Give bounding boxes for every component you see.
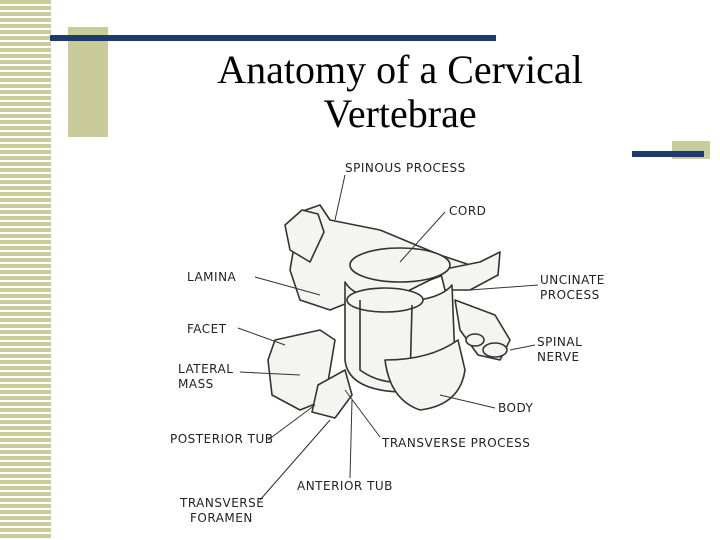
label-facet: FACET (187, 322, 227, 336)
slide-title: Anatomy of a Cervical Vertebrae (180, 48, 620, 136)
vertebra-drawing (267, 204, 511, 419)
title-rule (50, 35, 496, 41)
label-uncinate-line1: UNCINATE (540, 273, 605, 287)
label-foramen-line2: FORAMEN (190, 511, 253, 525)
accent-rule-right (632, 151, 704, 157)
label-foramen-line1: TRANSVERSE (179, 496, 264, 510)
label-lateral-line2: MASS (178, 377, 214, 391)
title-line-1: Anatomy of a Cervical (217, 47, 583, 92)
figure-labels: SPINOUS PROCESS CORD LAMINA UNCINATE PRO… (170, 161, 605, 525)
label-lamina: LAMINA (187, 270, 237, 284)
label-posterior-tub: POSTERIOR TUB (170, 432, 274, 446)
label-cord: CORD (449, 204, 486, 218)
title-line-2: Vertebrae (323, 91, 477, 136)
label-spinal-line2: NERVE (537, 350, 580, 364)
decorative-stripes (0, 0, 51, 540)
label-spinal-line1: SPINAL (537, 335, 582, 349)
vertebra-illustration: SPINOUS PROCESS CORD LAMINA UNCINATE PRO… (170, 161, 605, 525)
label-spinous-process: SPINOUS PROCESS (345, 161, 466, 175)
label-anterior-tub: ANTERIOR TUB (297, 479, 393, 493)
label-uncinate-line2: PROCESS (540, 288, 600, 302)
leader-lines (237, 174, 539, 501)
label-transverse-process: TRANSVERSE PROCESS (381, 436, 530, 450)
label-body: BODY (498, 401, 534, 415)
label-lateral-line1: LATERAL (178, 362, 233, 376)
accent-block-left (68, 27, 108, 137)
